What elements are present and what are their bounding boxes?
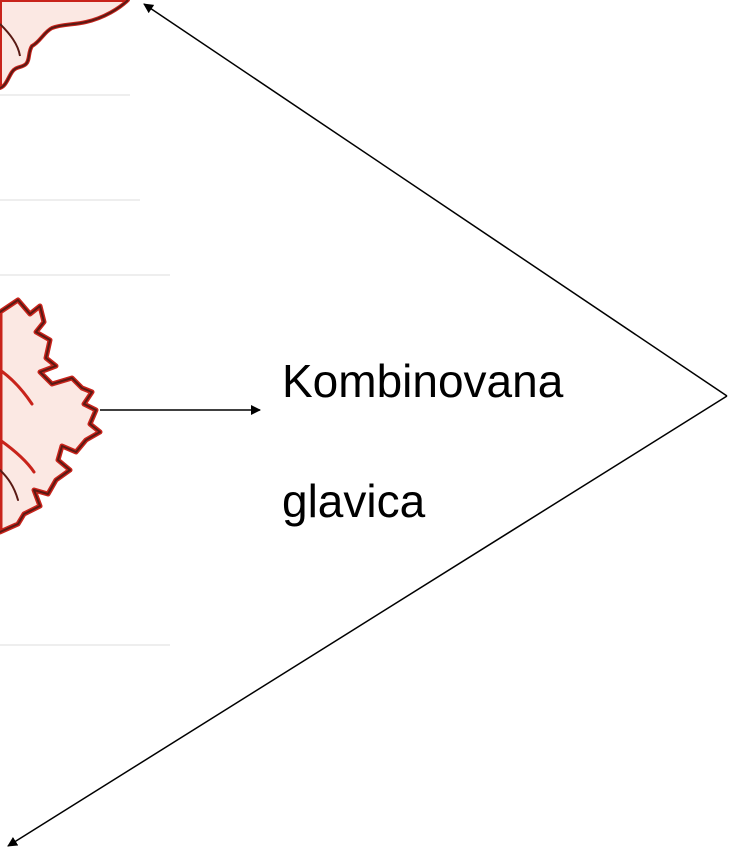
lower-diagonal-arrow <box>7 395 728 847</box>
flower-head-label-line2: glavica <box>282 475 426 527</box>
middle-flower-head-image <box>0 297 103 535</box>
upper-diagonal-arrow <box>143 3 728 397</box>
top-flower-head-image <box>0 0 130 90</box>
faint-scan-lines <box>0 94 170 646</box>
flower-head-label-line1: Kombinovana <box>282 355 564 407</box>
